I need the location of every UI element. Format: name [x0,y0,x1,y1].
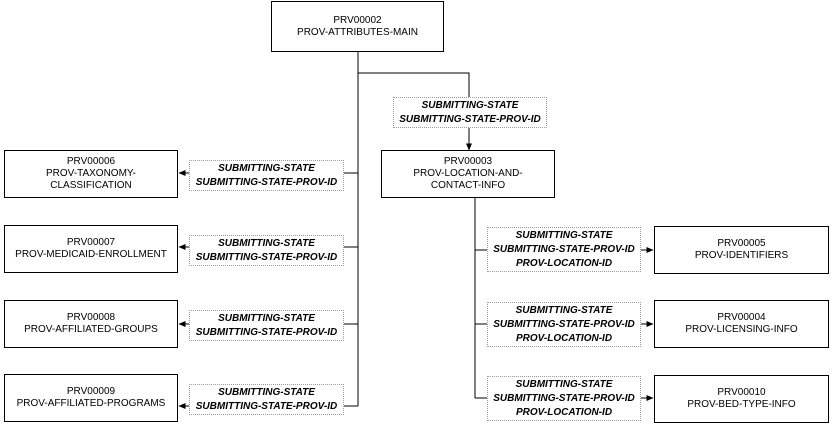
key-field: SUBMITTING-STATE-PROV-ID [399,113,541,125]
entity-id: PRV00008 [66,312,116,323]
relationship-label-main-to-taxonomy: SUBMITTING-STATE SUBMITTING-STATE-PROV-I… [189,160,344,191]
key-field: SUBMITTING-STATE [515,229,613,241]
entity-name: PROV-LOCATION-AND- [413,168,523,179]
entity-prov-licensing-info: PRV00004 PROV-LICENSING-INFO [654,300,829,348]
key-field: SUBMITTING-STATE [515,304,613,316]
entity-id: PRV00006 [66,156,116,167]
entity-id: PRV00002 [333,14,382,26]
entity-id: PRV00010 [717,387,766,398]
entity-prov-bed-type-info: PRV00010 PROV-BED-TYPE-INFO [654,375,829,423]
entity-name: PROV-AFFILIATED-PROGRAMS [16,398,166,409]
entity-name: PROV-AFFILIATED-GROUPS [24,324,158,335]
key-field: SUBMITTING-STATE [421,99,519,111]
key-field: SUBMITTING-STATE [218,312,315,324]
key-field: PROV-LOCATION-ID [515,332,613,344]
entity-id: PRV00009 [66,386,116,397]
relationship-label-main-to-medicaid: SUBMITTING-STATE SUBMITTING-STATE-PROV-I… [189,235,344,266]
entity-prov-location-and-contact-info: PRV00003 PROV-LOCATION-AND- CONTACT-INFO [381,150,555,198]
key-field: SUBMITTING-STATE-PROV-ID [493,392,635,404]
relationship-label-main-to-groups: SUBMITTING-STATE SUBMITTING-STATE-PROV-I… [189,310,344,341]
entity-id: PRV00005 [717,238,766,249]
key-field: SUBMITTING-STATE [218,237,315,249]
key-field: SUBMITTING-STATE-PROV-ID [195,326,338,338]
key-field: SUBMITTING-STATE-PROV-ID [195,176,338,188]
key-field: SUBMITTING-STATE [515,378,613,390]
relationship-label-location-to-bedtype: SUBMITTING-STATE SUBMITTING-STATE-PROV-I… [487,376,641,421]
entity-id: PRV00007 [66,237,116,248]
key-field: SUBMITTING-STATE-PROV-ID [195,400,338,412]
entity-name: PROV-IDENTIFIERS [694,250,789,261]
entity-id: PRV00003 [443,156,493,167]
entity-prov-identifiers: PRV00005 PROV-IDENTIFIERS [654,226,829,274]
key-field: SUBMITTING-STATE-PROV-ID [493,243,635,255]
entity-name: PROV-LICENSING-INFO [685,324,798,335]
entity-name-cont: CLASSIFICATION [50,180,132,191]
key-field: PROV-LOCATION-ID [515,406,613,418]
key-field: SUBMITTING-STATE [218,162,315,174]
key-field: PROV-LOCATION-ID [515,257,613,269]
relationship-label-location-to-identifiers: SUBMITTING-STATE SUBMITTING-STATE-PROV-I… [487,227,641,272]
key-field: SUBMITTING-STATE-PROV-ID [493,318,635,330]
entity-name: PROV-TAXONOMY- [45,168,136,179]
entity-prov-affiliated-groups: PRV00008 PROV-AFFILIATED-GROUPS [4,300,178,348]
key-field: SUBMITTING-STATE [218,386,315,398]
entity-name-cont: CONTACT-INFO [430,180,506,191]
relationship-label-main-to-programs: SUBMITTING-STATE SUBMITTING-STATE-PROV-I… [189,384,344,415]
entity-prov-medicaid-enrollment: PRV00007 PROV-MEDICAID-ENROLLMENT [4,225,178,273]
entity-prov-taxonomy-classification: PRV00006 PROV-TAXONOMY- CLASSIFICATION [4,150,178,198]
key-field: SUBMITTING-STATE-PROV-ID [195,251,338,263]
relationship-label-main-to-location: SUBMITTING-STATE SUBMITTING-STATE-PROV-I… [393,97,547,128]
entity-prov-affiliated-programs: PRV00009 PROV-AFFILIATED-PROGRAMS [4,374,178,422]
relationship-label-location-to-licensing: SUBMITTING-STATE SUBMITTING-STATE-PROV-I… [487,302,641,347]
entity-prov-attributes-main: PRV00002 PROV-ATTRIBUTES-MAIN [271,1,444,52]
entity-name: PROV-ATTRIBUTES-MAIN [297,26,418,38]
entity-name: PROV-MEDICAID-ENROLLMENT [15,249,167,260]
entity-id: PRV00004 [717,312,766,323]
entity-name: PROV-BED-TYPE-INFO [687,399,796,410]
